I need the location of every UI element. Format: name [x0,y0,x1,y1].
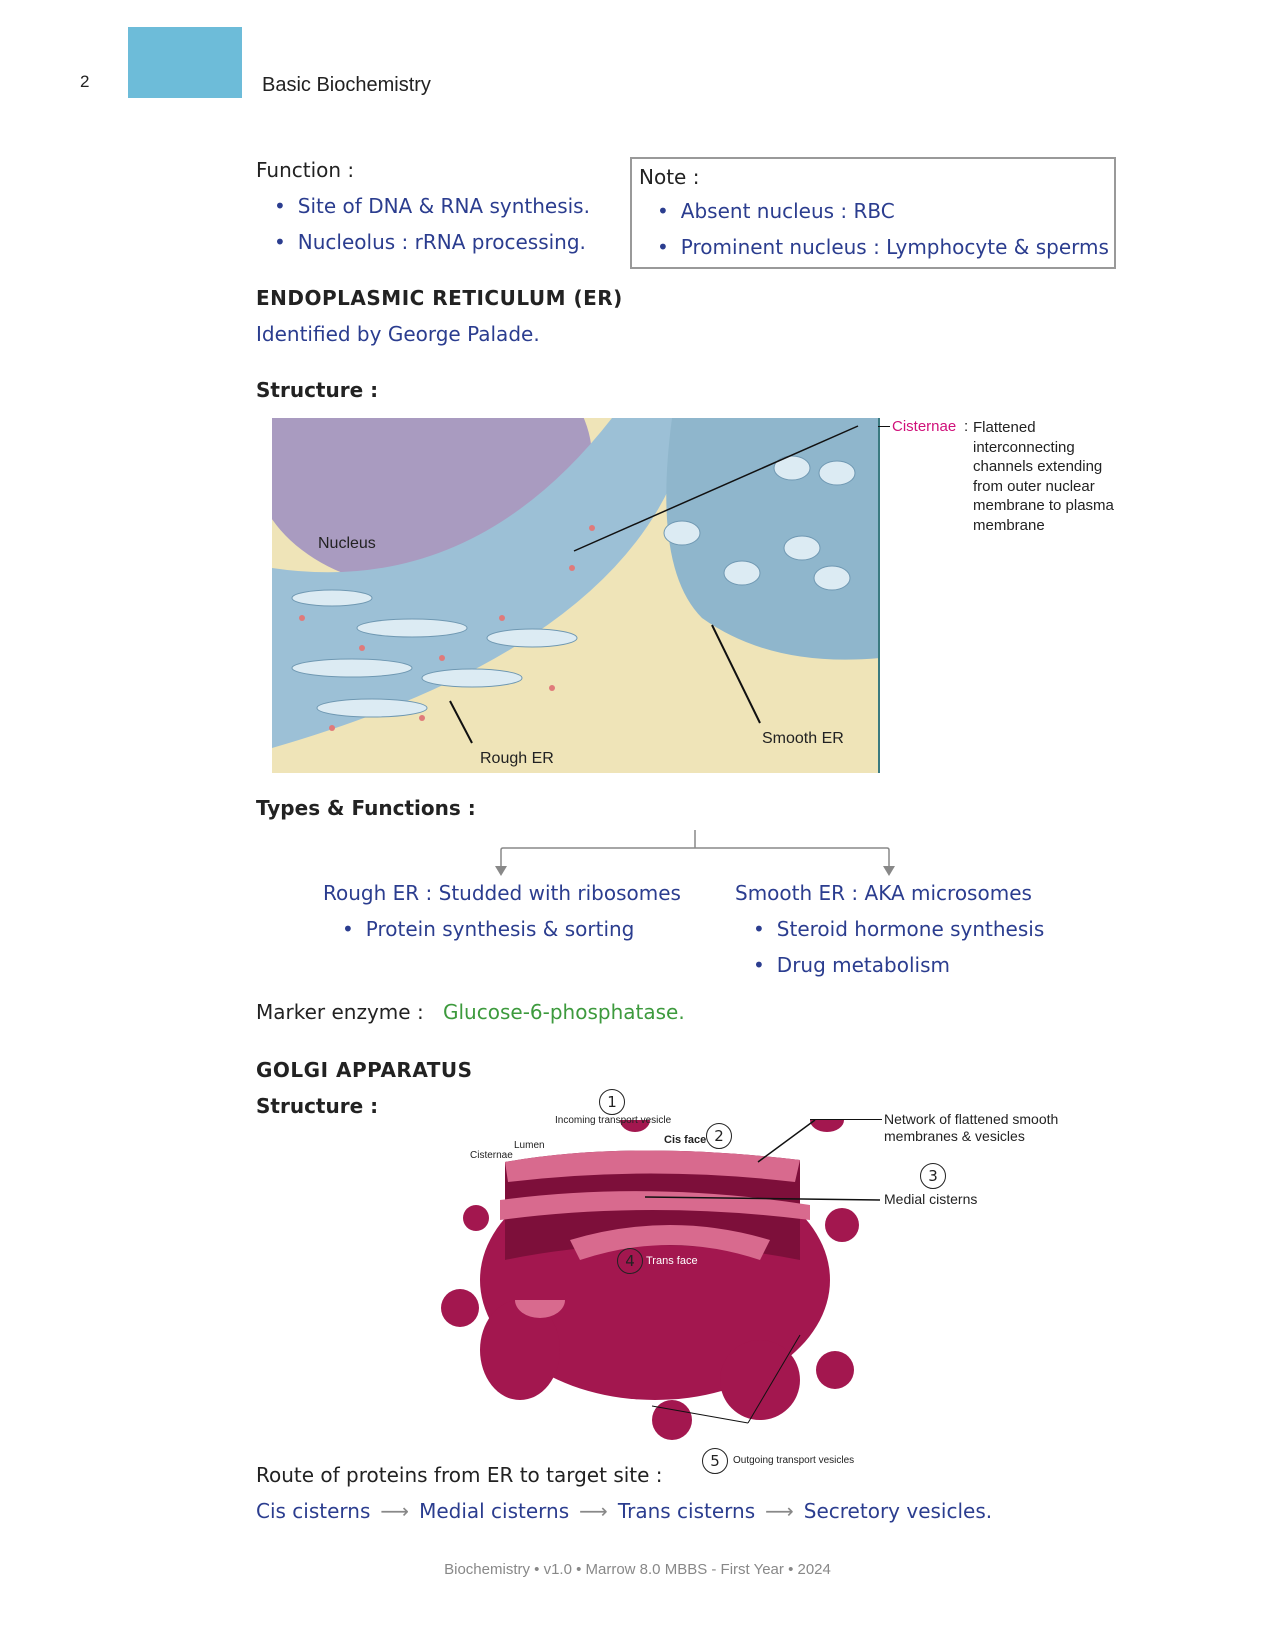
network-leader [810,1119,882,1120]
route-label: Route of proteins from ER to target site… [256,1463,663,1487]
note-box: Note : Absent nucleus : RBC Prominent nu… [630,157,1116,269]
header-accent-block [128,27,242,98]
route-flow: Cis cisterns ⟶ Medial cisterns ⟶ Trans cis… [256,1499,992,1523]
function-label: Function : [256,158,355,182]
er-identified: Identified by George Palade. [256,322,540,346]
function-item: Site of DNA & RNA synthesis. [274,194,590,218]
step-number-3: 3 [920,1163,946,1189]
arrow-right-icon: ⟶ [380,1499,410,1523]
golgi-structure-label: Structure : [256,1094,379,1118]
golgi-diagram [441,1120,880,1440]
outgoing-vesicles-label: Outgoing transport vesicles [733,1455,855,1466]
lumen-label: Lumen [514,1140,545,1151]
note-item: Prominent nucleus : Lymphocyte & sperms [657,235,1109,259]
trans-face-label: Trans face [646,1255,698,1267]
cisternae-leader [878,426,890,427]
step-number-5: 5 [702,1448,728,1474]
cisternae-colon: : [964,418,969,435]
note-item: Absent nucleus : RBC [657,199,895,223]
marker-enzyme-label: Marker enzyme : [256,1000,424,1024]
cisternae-label-golgi: Cisternae [470,1150,513,1161]
arrow-right-icon: ⟶ [579,1499,608,1523]
marker-enzyme-value: Glucose-6-phosphatase. [443,1000,685,1024]
route-step: Trans cisterns [617,1499,756,1523]
arrow-right-icon: ⟶ [765,1499,794,1523]
cisternae-label: Cisternae [892,418,957,435]
route-step: Cis cisterns [256,1499,371,1523]
er-diagram [272,418,880,773]
er-structure-label: Structure : [256,378,379,402]
step-number-1: 1 [599,1089,625,1115]
smooth-er-item: Steroid hormone synthesis [753,917,1044,941]
rough-er-title: Rough ER : Studded with ribosomes [323,881,681,905]
step-number-2: 2 [706,1123,732,1149]
function-item: Nucleolus : rRNA processing. [274,230,586,254]
header-title: Basic Biochemistry [262,74,431,96]
smooth-er-item: Drug metabolism [753,953,950,977]
smooth-er-label: Smooth ER [762,730,844,747]
smooth-er-title: Smooth ER : AKA microsomes [735,881,1032,905]
step-number-4: 4 [617,1248,643,1274]
footer: Biochemistry • v1.0 • Marrow 8.0 MBBS - … [444,1561,831,1578]
note-label: Note : [639,165,700,189]
types-branch-arrows [495,830,895,876]
medial-cisterns-label: Medial cisterns [884,1191,978,1207]
network-label: Network of flattened smooth membranes & … [884,1111,1059,1144]
golgi-heading: GOLGI APPARATUS [256,1058,473,1082]
nucleus-label: Nucleus [318,535,376,552]
er-heading: ENDOPLASMIC RETICULUM (ER) [256,286,623,310]
types-label: Types & Functions : [256,796,476,820]
rough-er-item: Protein synthesis & sorting [342,917,635,941]
cis-face-label: Cis face [664,1134,707,1146]
route-step: Medial cisterns [419,1499,570,1523]
rough-er-label: Rough ER [480,750,554,767]
page-number: 2 [80,72,90,91]
incoming-vesicle-label: Incoming transport vesicle [555,1115,672,1126]
cisternae-description: Flattened interconnecting channels exten… [973,419,1114,534]
route-step: Secretory vesicles. [803,1499,993,1523]
